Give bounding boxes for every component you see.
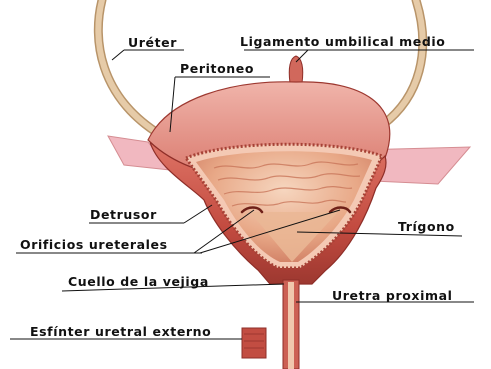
- label-ureter: Uréter: [128, 37, 177, 50]
- label-ureteral-orifices: Orificios ureterales: [20, 239, 168, 252]
- label-median-umbilical-ligament: Ligamento umbilical medio: [240, 36, 445, 49]
- label-peritoneum: Peritoneo: [180, 63, 254, 76]
- label-trigone: Trígono: [398, 221, 455, 234]
- label-detrusor: Detrusor: [90, 209, 157, 222]
- label-bladder-neck: Cuello de la vejiga: [68, 276, 209, 289]
- external-sphincter: [242, 328, 266, 358]
- median-umbilical-ligament: [289, 56, 303, 83]
- label-external-urethral-sphincter: Esfínter uretral externo: [30, 326, 211, 339]
- label-proximal-urethra: Uretra proximal: [332, 290, 453, 303]
